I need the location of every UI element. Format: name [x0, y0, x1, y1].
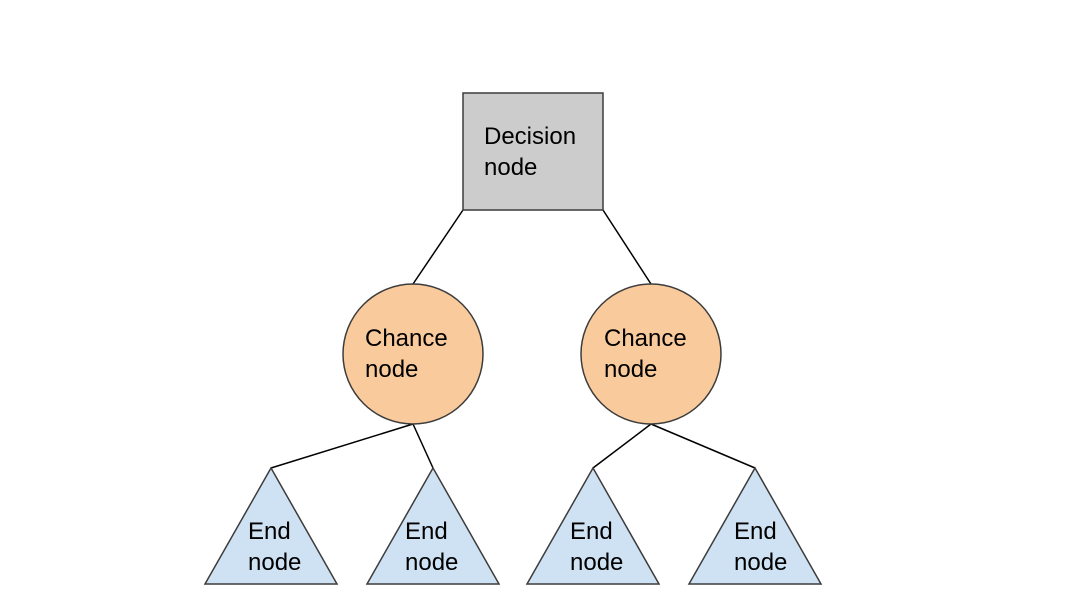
end-node-3-label-line1: End [570, 518, 613, 545]
end-node-3: End node [525, 466, 661, 585]
end-node-4-triangle [687, 466, 823, 585]
end-node-3-label-line2: node [570, 549, 623, 576]
chance-node-right-circle [580, 283, 722, 425]
edge-chance-left-to-end-1 [270, 423, 414, 469]
edge-chance-right-to-end-4 [650, 423, 756, 469]
decision-node-label-line1: Decision [484, 123, 576, 150]
chance-node-left-label-line1: Chance [365, 325, 448, 352]
end-node-4-label-line1: End [734, 518, 777, 545]
end-node-2: End node [365, 466, 501, 585]
edge-chance-left-to-end-2 [412, 423, 434, 469]
edge-decision-to-chance-right [602, 209, 652, 285]
end-node-1-label-line2: node [248, 549, 301, 576]
end-node-4: End node [687, 466, 823, 585]
decision-node-box [462, 92, 604, 211]
chance-node-right-label-line2: node [604, 356, 657, 383]
end-node-1-label-line1: End [248, 518, 291, 545]
edge-decision-to-chance-left [412, 209, 464, 285]
end-node-3-triangle [525, 466, 661, 585]
edge-chance-right-to-end-3 [592, 423, 652, 469]
chance-node-left-label-line2: node [365, 356, 418, 383]
end-node-1-triangle [203, 466, 339, 585]
end-node-2-label-line2: node [405, 549, 458, 576]
end-node-1: End node [203, 466, 339, 585]
end-node-2-triangle [365, 466, 501, 585]
end-node-2-label-line1: End [405, 518, 448, 545]
chance-node-right-label-line1: Chance [604, 325, 687, 352]
chance-node-left-circle [342, 283, 484, 425]
chance-node-right: Chance node [580, 283, 722, 425]
end-node-4-label-line2: node [734, 549, 787, 576]
decision-node: Decision node [462, 92, 604, 211]
chance-node-left: Chance node [342, 283, 484, 425]
decision-node-label-line2: node [484, 154, 537, 181]
